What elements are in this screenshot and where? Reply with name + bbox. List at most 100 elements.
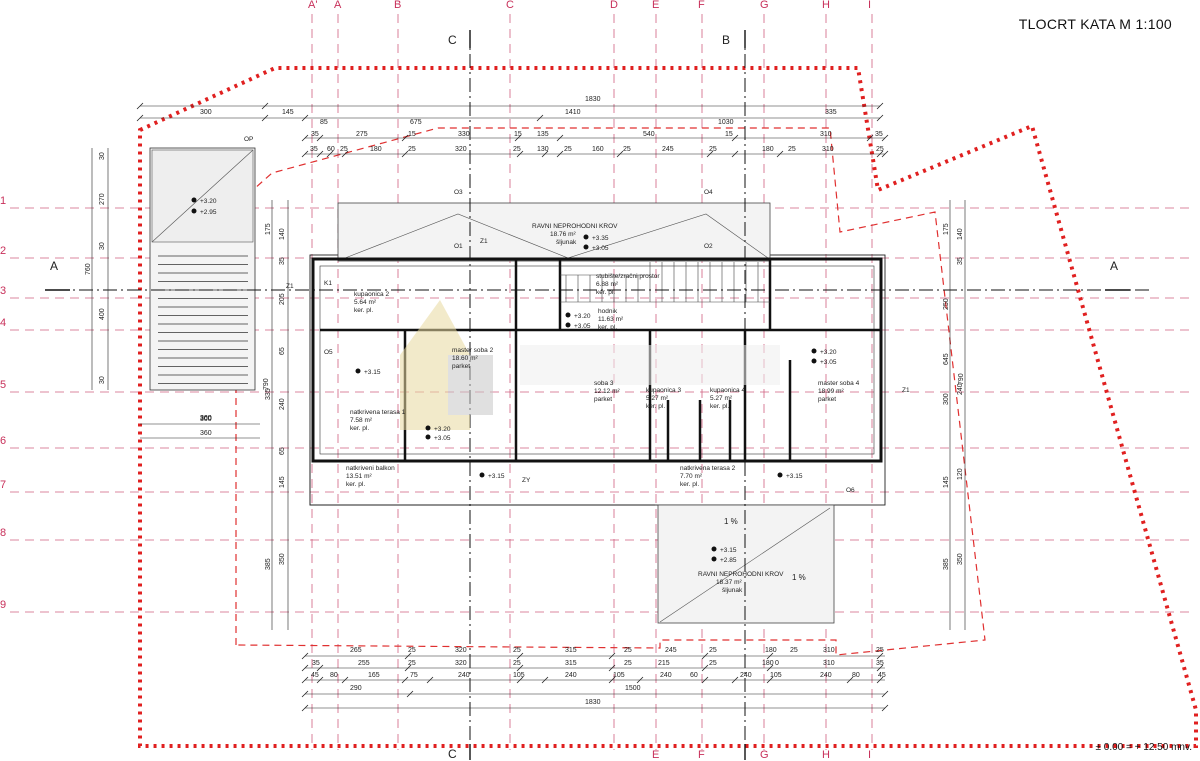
dim-left-30: 30	[99, 152, 106, 160]
dim-top-row4: 25	[788, 146, 796, 153]
axis-label-top: A	[334, 0, 342, 11]
level-value: +3.05	[820, 359, 837, 366]
level-value: +3.20	[434, 426, 451, 433]
dim-top-row3: 35	[311, 131, 319, 138]
dim-top-row1: 300	[200, 109, 212, 116]
room-area: 12.12 m²	[594, 388, 620, 395]
axis-label-top: B	[394, 0, 401, 11]
room-floor: parket	[452, 363, 470, 370]
level-marker	[583, 244, 589, 250]
dim-bottom-row2: 35	[312, 660, 320, 667]
axis-label-left: 7	[0, 479, 6, 491]
level-value: +3.15	[720, 547, 737, 554]
axis-label-left: 2	[0, 245, 6, 257]
dim-right: 120	[957, 468, 964, 480]
dim-bottom-row1: 315	[565, 647, 577, 654]
dim-bottom-total: 1830	[585, 699, 601, 706]
level-value: +3.05	[574, 323, 591, 330]
level-marker	[191, 208, 197, 214]
dim-top-row4: 180	[370, 146, 382, 153]
axis-label-top: E	[652, 0, 659, 11]
room-name: stubište/zračni prostor	[596, 273, 660, 280]
room-name: master soba 2	[452, 347, 494, 354]
dim-bottom-row1: 25	[408, 647, 416, 654]
roof-top	[337, 202, 771, 262]
dim-bottom-row2: 255	[358, 660, 370, 667]
terrace-lower-outline	[309, 440, 655, 506]
dim-bottom-row1: 25	[790, 647, 798, 654]
dim-top-row3: 330	[458, 131, 470, 138]
dim-top-row4: 245	[662, 146, 674, 153]
axis-label-left: 8	[0, 527, 6, 539]
room-name: kupaonica 3	[646, 387, 681, 394]
room-name: natkrivena terasa 1	[350, 409, 406, 416]
dim-bottom-row2: 180	[762, 660, 774, 667]
room-floor: parket	[594, 396, 612, 403]
tag: O5	[324, 349, 333, 356]
dim-right: 790	[958, 373, 965, 385]
room-area: 7.58 m²	[350, 417, 373, 424]
room-floor: ker. pl.	[680, 481, 699, 488]
room-floor: ker. pl.	[350, 425, 369, 432]
dim-stair-1: 300	[200, 416, 212, 423]
dim-bottom-row1: 25	[513, 647, 521, 654]
tag: O1	[454, 243, 463, 250]
dim-left-335: 335	[265, 388, 272, 400]
dim-top-row3: 15	[725, 131, 733, 138]
tag: O3	[454, 189, 463, 196]
room-floor: ker. pl.	[346, 481, 365, 488]
level-marker	[811, 358, 817, 364]
building-outer-wall	[311, 257, 883, 463]
dim-bottom-row3: 80	[852, 672, 860, 679]
dim-bottom-row3: 105	[613, 672, 625, 679]
axis-label-left: 9	[0, 599, 6, 611]
dim-bottom-row3: 240	[565, 672, 577, 679]
tag: O6	[846, 487, 855, 494]
section-a-left: A	[50, 259, 58, 273]
dim-top-row1: 335	[825, 109, 837, 116]
level-value: +3.15	[786, 473, 803, 480]
room-name: master soba 4	[818, 380, 860, 387]
room-name: natkriveni balkon	[346, 465, 395, 472]
tag: O4	[704, 189, 713, 196]
dim-left-385: 385	[265, 558, 272, 570]
dim-top-row4: 35	[310, 146, 318, 153]
room-name: soba 3	[594, 380, 614, 387]
dimension-ticks	[136, 102, 889, 712]
dim-top-row4: 25	[876, 146, 884, 153]
room-floor: ker. pl.	[710, 403, 729, 410]
plot-boundary	[138, 66, 1198, 748]
room-floor: ker. pl.	[354, 307, 373, 314]
dim-bottom-row3: 240	[820, 672, 832, 679]
stair-steps	[158, 255, 248, 384]
dim-stair: 360	[200, 415, 212, 422]
dim-left-760: 760	[85, 263, 92, 275]
dim-bottom-row1: 25	[709, 647, 717, 654]
level-value: +3.15	[488, 473, 505, 480]
dim-top-row2: 85	[320, 119, 328, 126]
dim-top-row1: 145	[282, 109, 294, 116]
level-value: +3.20	[200, 198, 217, 205]
level-value: +2.85	[720, 557, 737, 564]
dim-bottom-row1: 265	[350, 647, 362, 654]
dim-left-30b: 30	[99, 242, 106, 250]
dim-top-row4: 60	[327, 146, 335, 153]
dim-right: 300	[943, 393, 950, 405]
axis-label-bottom: H	[822, 749, 830, 761]
room-area: 18.60 m²	[452, 355, 478, 362]
tag: Z1	[480, 238, 488, 245]
dim-left-65b: 65	[279, 447, 286, 455]
dim-bottom-row3: 105	[513, 672, 525, 679]
dim-right: 35	[957, 257, 964, 265]
dim-top-row3: 310	[820, 131, 832, 138]
